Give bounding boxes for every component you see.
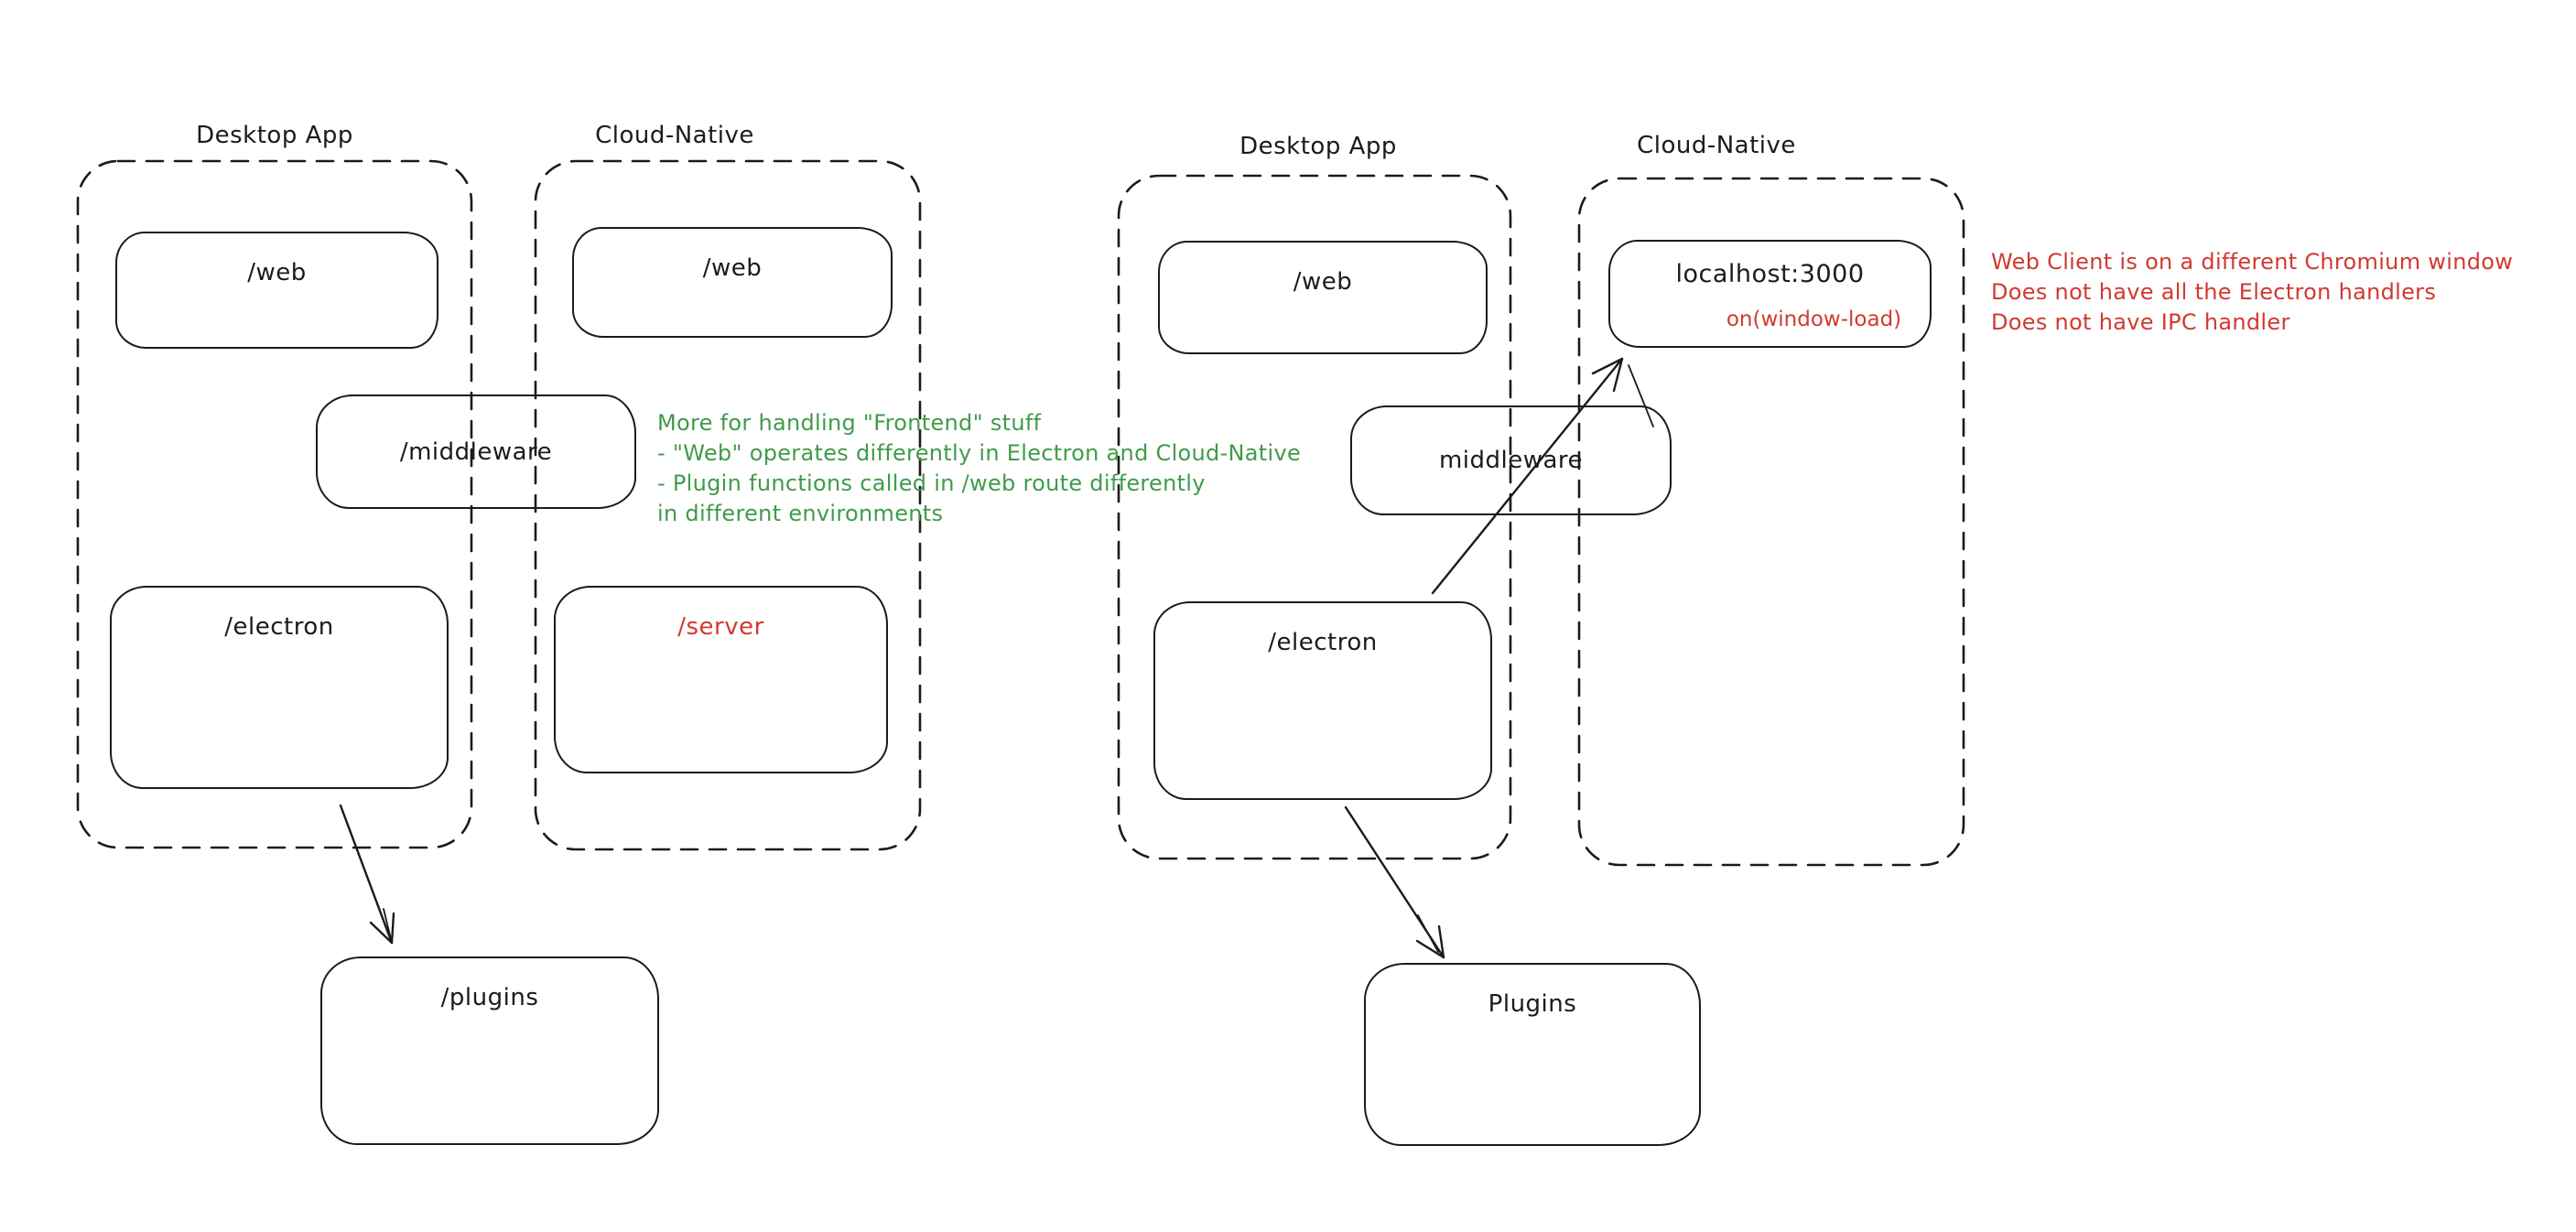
box-localhost: localhost:3000 on(window-load) (1608, 240, 1932, 348)
note-green-line-3: - Plugin functions called in /web route … (657, 470, 1206, 496)
box-middleware-right-label: middleware (1438, 447, 1584, 474)
box-electron-right-label: /electron (1268, 629, 1378, 656)
box-localhost-label: localhost:3000 (1675, 260, 1865, 288)
note-green-line-1: More for handling "Frontend" stuff (657, 410, 1042, 436)
box-web-desktop-left-label: /web (247, 259, 307, 286)
arrow-electron-to-plugins-left (339, 804, 395, 945)
container-cloud-native-left (534, 159, 922, 851)
box-electron-right: /electron (1153, 601, 1492, 800)
desktop-app-title-left: Desktop App (196, 122, 353, 149)
box-middleware-left-label: /middleware (399, 438, 553, 466)
box-plugins-right: Plugins (1364, 963, 1701, 1146)
box-electron-left: /electron (110, 586, 449, 789)
cloud-native-title-left: Cloud-Native (595, 122, 754, 149)
box-electron-left-label: /electron (224, 613, 334, 641)
note-green-line-2: - "Web" operates differently in Electron… (657, 440, 1302, 466)
box-localhost-event-label: on(window-load) (1726, 308, 1902, 331)
note-red-line-1: Web Client is on a different Chromium wi… (1991, 249, 2514, 275)
cloud-native-title-right: Cloud-Native (1637, 132, 1796, 159)
note-green-line-4: in different environments (657, 501, 944, 526)
box-plugins-left-label: /plugins (440, 984, 539, 1011)
box-web-cloud-left-label: /web (702, 254, 763, 282)
desktop-app-title-right: Desktop App (1239, 133, 1397, 160)
box-server-left-label: /server (677, 613, 764, 641)
note-green: More for handling "Frontend" stuff - "We… (657, 408, 1301, 529)
box-web-right: /web (1158, 241, 1488, 354)
box-middleware-left: /middleware (316, 394, 636, 509)
box-web-right-label: /web (1293, 268, 1353, 296)
note-red-line-3: Does not have IPC handler (1991, 309, 2290, 335)
box-web-cloud-left: /web (572, 227, 893, 338)
container-desktop-app-right (1117, 174, 1512, 860)
container-desktop-app-left (76, 159, 473, 849)
arrow-electron-to-plugins-right (1344, 805, 1445, 959)
container-cloud-native-right (1577, 177, 1965, 867)
note-red-line-2: Does not have all the Electron handlers (1991, 279, 2437, 305)
box-middleware-right: middleware (1350, 405, 1672, 515)
box-plugins-left: /plugins (320, 956, 659, 1145)
arrow-electron-to-localhost (1431, 357, 1654, 595)
note-red: Web Client is on a different Chromium wi… (1991, 247, 2513, 338)
box-plugins-right-label: Plugins (1488, 990, 1577, 1018)
box-server-left: /server (554, 586, 888, 773)
box-web-desktop-left: /web (115, 232, 438, 349)
